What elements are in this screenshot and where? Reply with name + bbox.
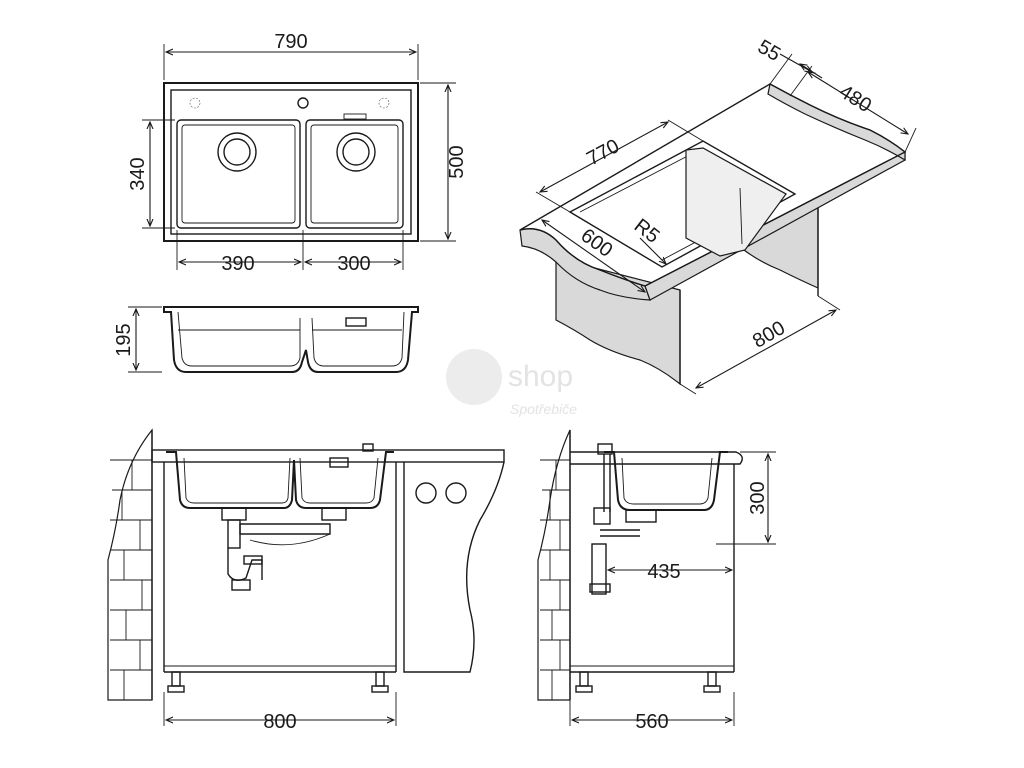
dim-front-cabinet-width: 800 <box>263 711 296 733</box>
dim-cabinet-depth: 480 <box>835 81 875 117</box>
dim-bowl-depth: 340 <box>127 157 149 190</box>
dim-worktop-overhang: 55 <box>754 36 784 66</box>
side-install-view: 300 435 560 <box>537 429 776 733</box>
dim-left-bowl-width: 390 <box>221 253 254 275</box>
dim-right-bowl-width: 300 <box>337 253 370 275</box>
top-view: 790 500 340 390 300 <box>127 31 468 275</box>
dim-cabinet-width-iso: 800 <box>749 317 789 353</box>
section-view: 195 <box>113 306 419 373</box>
dim-sink-height: 195 <box>113 323 135 356</box>
dim-side-cabinet-depth: 560 <box>635 711 668 733</box>
dim-top-width: 790 <box>274 31 307 53</box>
dim-side-offset: 435 <box>647 561 680 583</box>
watermark-brand: shop <box>508 360 573 393</box>
watermark-tagline: Spotřebiče <box>510 401 577 417</box>
watermark-logo-icon <box>446 349 502 405</box>
watermark: shop Spotřebiče <box>446 349 577 417</box>
dim-cutout-depth: 600 <box>577 224 617 261</box>
dim-side-height: 300 <box>747 481 769 514</box>
front-install-view: 800 <box>107 428 505 733</box>
dim-corner-radius: R5 <box>630 215 664 248</box>
dim-top-depth: 500 <box>446 145 468 178</box>
isometric-view: 55 480 770 R5 600 800 <box>519 36 917 395</box>
